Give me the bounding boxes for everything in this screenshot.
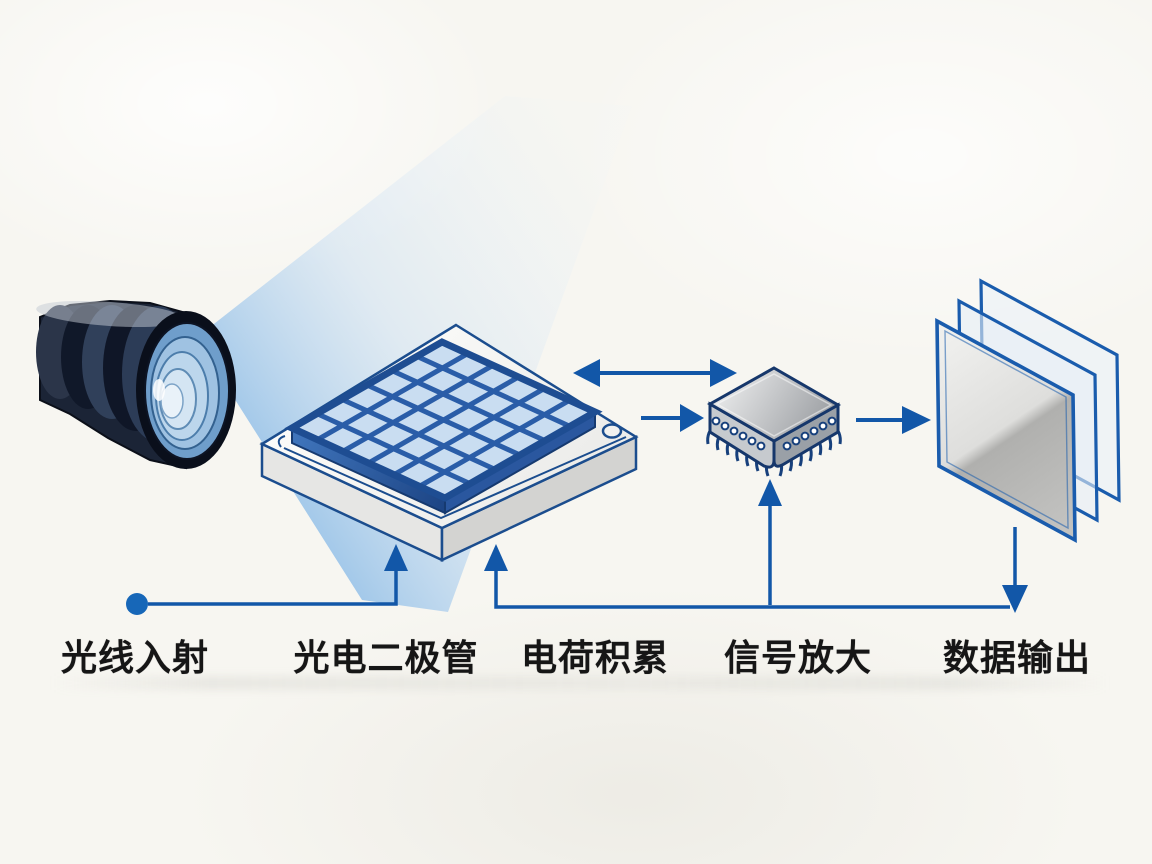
up-arrowhead-amplifier — [758, 479, 782, 506]
single-arrow-head — [680, 404, 704, 432]
output-frame-front — [935, 317, 1077, 544]
double-arrow-left-head — [573, 359, 600, 387]
flow-connectors — [126, 479, 1028, 615]
double-arrow-right-head — [710, 359, 737, 387]
photodiode-array-icon — [262, 325, 636, 560]
up-arrowhead-photodiode — [384, 544, 408, 571]
chip-output-arrow-head — [902, 406, 931, 434]
screw-hole — [601, 423, 623, 439]
down-arrowhead-output — [1002, 585, 1028, 613]
up-arrowhead-charge — [484, 544, 508, 571]
amplifier-chip-icon — [706, 366, 842, 477]
soft-shadow-band — [50, 676, 1110, 690]
camera-lens-icon — [36, 299, 236, 470]
sensor-chip-arrows — [573, 359, 931, 434]
baseline-start-dot — [126, 593, 148, 615]
output-frames-icon — [935, 278, 1121, 544]
